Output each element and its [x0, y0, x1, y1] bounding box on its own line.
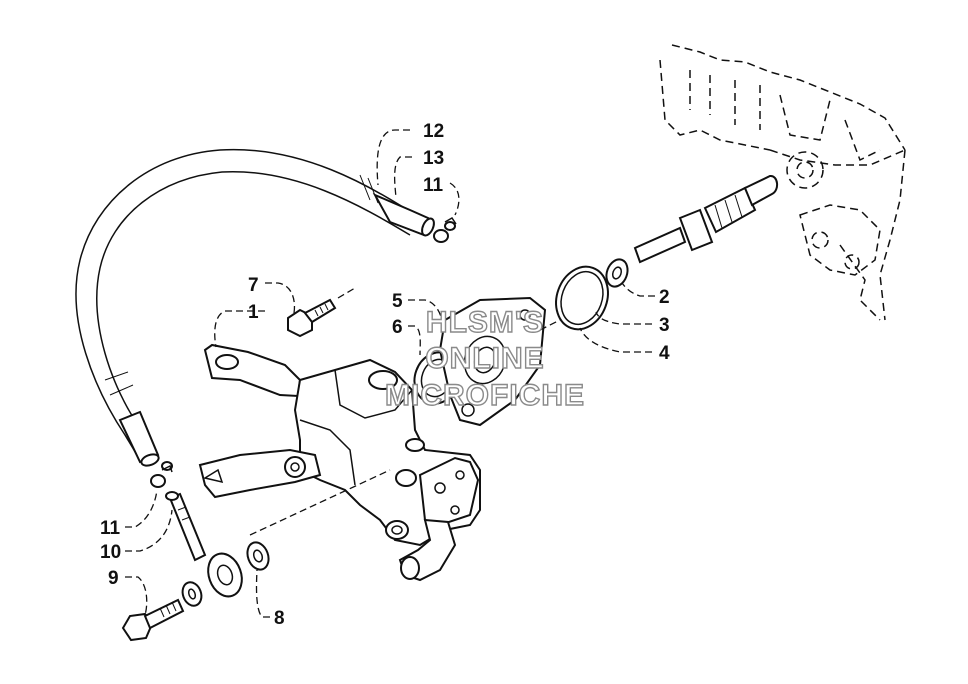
watermark: HLSM'S ONLINE MICROFICHE — [384, 305, 585, 412]
washer-3 — [605, 258, 629, 288]
leader-lines — [125, 129, 655, 618]
callout-9: 9 — [108, 568, 119, 589]
o-ring-4 — [555, 265, 609, 331]
clamp-bottom — [150, 461, 173, 488]
callout-5: 5 — [392, 291, 403, 312]
cover-5 — [438, 296, 547, 427]
callout-6: 6 — [392, 317, 403, 338]
bolt-7 — [287, 298, 337, 338]
watermark-line-2: ONLINE — [425, 342, 544, 375]
callout-8: 8 — [274, 608, 285, 629]
callout-7: 7 — [248, 275, 259, 296]
shaft-2 — [633, 175, 778, 264]
engine-casing-outline — [659, 44, 906, 321]
washer-9b — [181, 581, 203, 607]
assembly-lines — [249, 287, 561, 536]
callout-2: 2 — [659, 287, 670, 308]
bolt-9 — [121, 598, 185, 642]
callout-4: 4 — [659, 343, 670, 364]
callout-1: 1 — [248, 302, 259, 323]
hose — [75, 148, 435, 467]
washer-8 — [246, 541, 270, 571]
callout-10: 10 — [100, 542, 121, 563]
clamp-top — [433, 217, 457, 243]
callout-labels: 12 13 11 7 1 5 6 2 3 4 11 10 9 8 — [100, 121, 670, 629]
callout-3: 3 — [659, 315, 670, 336]
banjo-fitting-10 — [165, 491, 243, 598]
oil-pump-body — [198, 343, 481, 582]
callout-12: 12 — [423, 121, 444, 142]
callout-11-bottom: 11 — [100, 518, 121, 539]
watermark-line-1: HLSM'S — [426, 306, 544, 339]
watermark-line-3: MICROFICHE — [385, 379, 585, 412]
callout-13: 13 — [423, 148, 444, 169]
callout-11-top: 11 — [423, 175, 444, 196]
